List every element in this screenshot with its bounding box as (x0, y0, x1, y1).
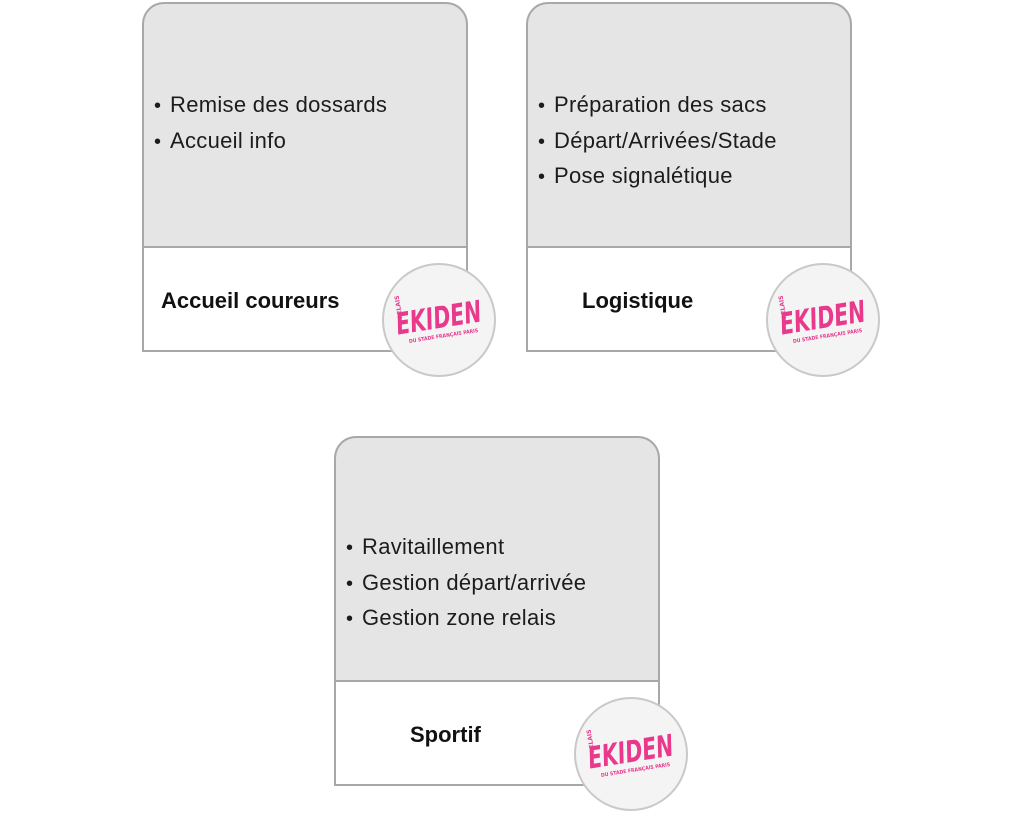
card-sportif: Ravitaillement Gestion départ/arrivée Ge… (334, 436, 688, 811)
task-item: Remise des dossards (154, 88, 387, 124)
card-logistique: Préparation des sacs Départ/Arrivées/Sta… (526, 2, 880, 377)
task-item: Préparation des sacs (538, 88, 777, 124)
card-tasks-panel: Préparation des sacs Départ/Arrivées/Sta… (526, 2, 852, 246)
card-tasks-panel: Ravitaillement Gestion départ/arrivée Ge… (334, 436, 660, 680)
task-item: Accueil info (154, 124, 387, 160)
ekiden-logo-badge: RELAIS EKIDEN DU STADE FRANÇAIS PARIS (382, 263, 496, 377)
ekiden-logo-icon: RELAIS EKIDEN DU STADE FRANÇAIS PARIS (778, 295, 868, 345)
card-title: Logistique (582, 288, 694, 313)
task-item: Départ/Arrivées/Stade (538, 124, 777, 160)
task-item: Ravitaillement (346, 530, 586, 566)
ekiden-logo-icon: RELAIS EKIDEN DU STADE FRANÇAIS PARIS (586, 729, 676, 779)
badge-top-text: RELAIS (778, 295, 789, 320)
task-item: Pose signalétique (538, 159, 777, 195)
card-tasks-panel: Remise des dossards Accueil info (142, 2, 468, 246)
task-list: Remise des dossards Accueil info (154, 88, 387, 159)
task-list: Préparation des sacs Départ/Arrivées/Sta… (538, 88, 777, 195)
ekiden-logo-badge: RELAIS EKIDEN DU STADE FRANÇAIS PARIS (574, 697, 688, 811)
card-title: Sportif (410, 722, 481, 747)
badge-top-text: RELAIS (394, 295, 405, 320)
ekiden-logo-badge: RELAIS EKIDEN DU STADE FRANÇAIS PARIS (766, 263, 880, 377)
task-item: Gestion zone relais (346, 601, 586, 637)
card-title: Accueil coureurs (161, 288, 340, 313)
task-list: Ravitaillement Gestion départ/arrivée Ge… (346, 530, 586, 637)
task-item: Gestion départ/arrivée (346, 566, 586, 602)
badge-top-text: RELAIS (586, 729, 597, 754)
card-accueil-coureurs: Remise des dossards Accueil info Accueil… (142, 2, 496, 377)
ekiden-logo-icon: RELAIS EKIDEN DU STADE FRANÇAIS PARIS (394, 295, 484, 345)
